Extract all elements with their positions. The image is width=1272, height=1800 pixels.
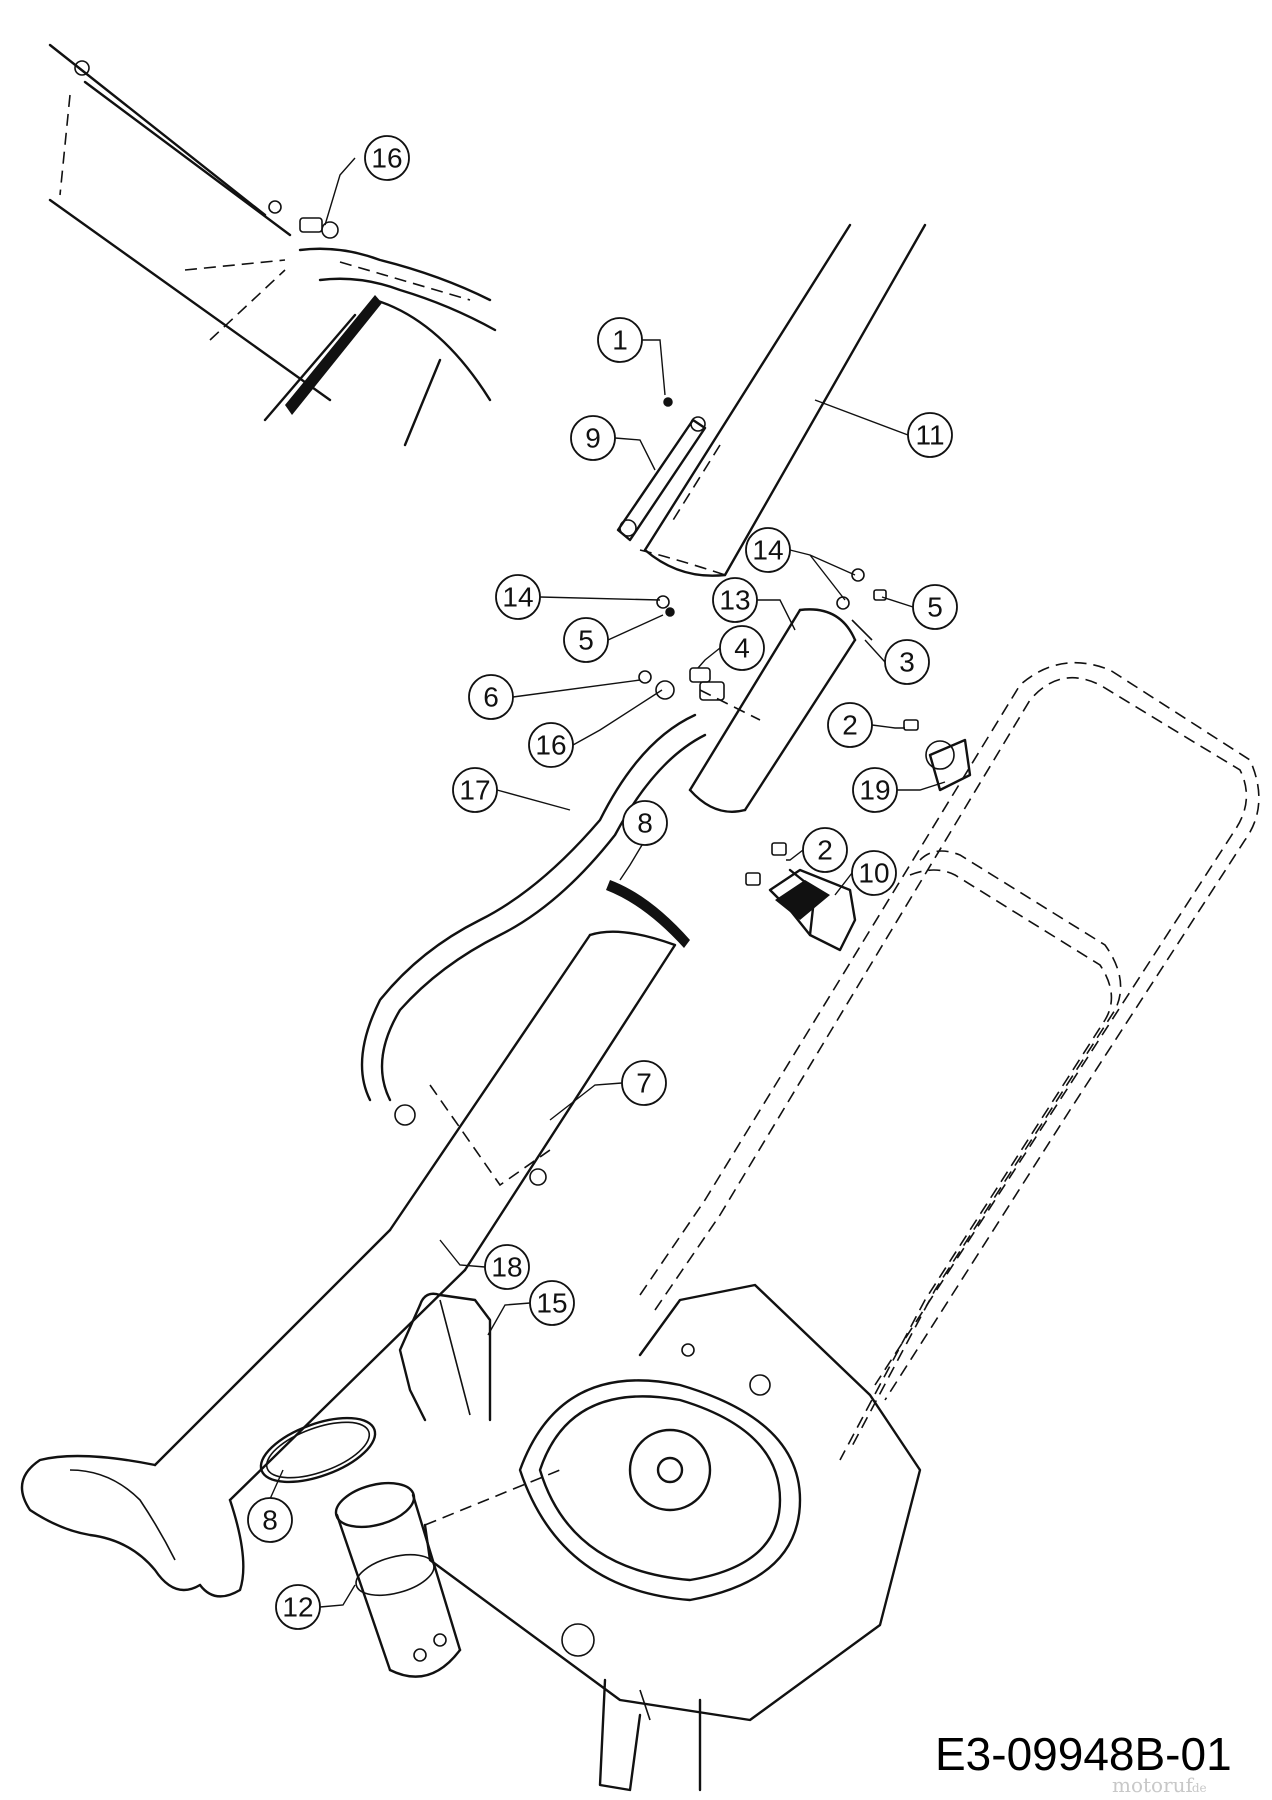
plate-10 <box>768 868 857 952</box>
svg-text:8: 8 <box>637 808 653 839</box>
callouts: 1 9 11 14 14 5 <box>247 317 958 1630</box>
inset-detail: 16 <box>48 43 497 447</box>
callout-11: 11 <box>814 399 953 458</box>
callout-16: 16 <box>528 689 663 768</box>
callout-14-left: 14 <box>495 574 661 620</box>
bracket-19 <box>928 738 972 792</box>
callout-14-right: 14 <box>745 527 856 601</box>
svg-text:4: 4 <box>734 633 750 664</box>
callout-2-upper: 2 <box>827 702 905 748</box>
svg-text:14: 14 <box>752 535 783 566</box>
clamp-8-lower <box>259 1416 377 1484</box>
callout-12: 12 <box>275 1584 356 1630</box>
callout-4: 4 <box>697 625 765 671</box>
callout-5-right: 5 <box>881 584 958 630</box>
watermark-suffix: .de <box>1188 1781 1207 1795</box>
chute-15 <box>398 1292 492 1422</box>
svg-text:8: 8 <box>262 1505 278 1536</box>
callout-17: 17 <box>452 767 571 813</box>
callout-8-lower: 8 <box>247 1469 293 1543</box>
svg-text:2: 2 <box>842 710 858 741</box>
svg-text:16: 16 <box>535 730 566 761</box>
upper-tube <box>639 223 927 577</box>
callout-19: 19 <box>852 767 946 813</box>
svg-text:17: 17 <box>459 775 490 806</box>
hose-17 <box>360 713 707 1187</box>
svg-text:13: 13 <box>719 585 750 616</box>
svg-text:14: 14 <box>502 582 533 613</box>
svg-text:5: 5 <box>927 592 943 623</box>
callout-7: 7 <box>549 1060 667 1121</box>
svg-text:15: 15 <box>536 1288 567 1319</box>
svg-text:9: 9 <box>585 423 601 454</box>
svg-text:11: 11 <box>915 420 944 451</box>
fasteners <box>638 397 955 886</box>
callout-10: 10 <box>834 850 897 896</box>
watermark-text: motoruf <box>1112 1773 1195 1797</box>
svg-text:10: 10 <box>858 858 889 889</box>
lower-tube <box>688 608 857 813</box>
callout-label: 16 <box>371 143 402 174</box>
svg-text:19: 19 <box>859 775 890 806</box>
callout-9: 9 <box>570 415 656 471</box>
callout-2-lower: 2 <box>786 827 848 873</box>
svg-text:2: 2 <box>817 835 833 866</box>
clamp-8-upper <box>606 880 690 948</box>
svg-text:1: 1 <box>612 325 628 356</box>
bracket-9 <box>616 416 721 542</box>
watermark: motoruf .de <box>1112 1773 1207 1797</box>
callout-16-inset: 16 <box>324 135 410 226</box>
svg-text:12: 12 <box>282 1592 313 1623</box>
callout-18: 18 <box>439 1239 530 1290</box>
handle <box>639 661 1260 1461</box>
base-housing <box>423 1283 922 1792</box>
callout-1: 1 <box>597 317 666 396</box>
callout-3: 3 <box>864 639 930 685</box>
callout-5-left: 5 <box>563 614 664 663</box>
callout-13: 13 <box>712 577 796 631</box>
svg-text:5: 5 <box>578 625 594 656</box>
svg-text:18: 18 <box>491 1252 522 1283</box>
adapter-12 <box>334 1481 462 1678</box>
svg-text:3: 3 <box>899 647 915 678</box>
discharge-tube <box>20 1228 467 1598</box>
svg-text:7: 7 <box>636 1068 652 1099</box>
svg-text:6: 6 <box>483 682 499 713</box>
callout-6: 6 <box>468 674 641 720</box>
callout-15: 15 <box>487 1280 575 1336</box>
drawing-code: E3-09948B-01 <box>935 1728 1232 1780</box>
mid-tube <box>388 930 677 1272</box>
callout-8-upper: 8 <box>619 800 668 881</box>
